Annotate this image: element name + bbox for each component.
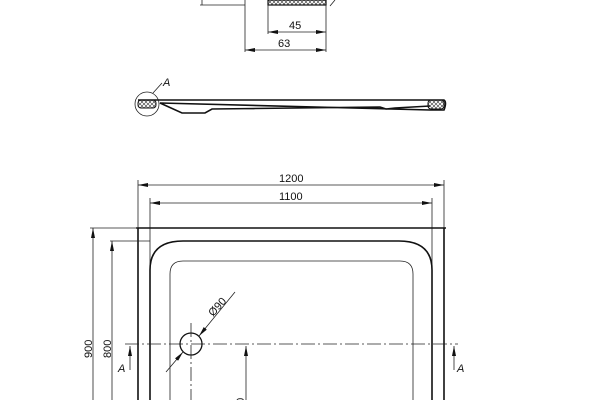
detail-circle bbox=[134, 91, 160, 117]
section-marker-left: A bbox=[117, 363, 125, 375]
drain-diameter-label: Ø90 bbox=[206, 296, 229, 319]
dim-label-900: 900 bbox=[83, 340, 95, 358]
section-marker-right: A bbox=[456, 363, 464, 375]
plan-view: 1200 1100 900 800 A A Ø90 60 bbox=[83, 173, 464, 400]
edge-detail: 45 63 bbox=[200, 0, 336, 52]
dim-label-63: 63 bbox=[278, 38, 290, 50]
dim-label-drain-offset: 60 bbox=[235, 398, 247, 400]
side-section-view: A bbox=[134, 77, 447, 117]
hatched-seal-section bbox=[267, 0, 327, 6]
dim-label-45: 45 bbox=[289, 20, 301, 32]
dim-label-1100: 1100 bbox=[279, 191, 303, 203]
dim-label-1200: 1200 bbox=[279, 173, 303, 185]
detail-label-a: A bbox=[162, 77, 170, 89]
dim-label-800: 800 bbox=[102, 340, 114, 358]
